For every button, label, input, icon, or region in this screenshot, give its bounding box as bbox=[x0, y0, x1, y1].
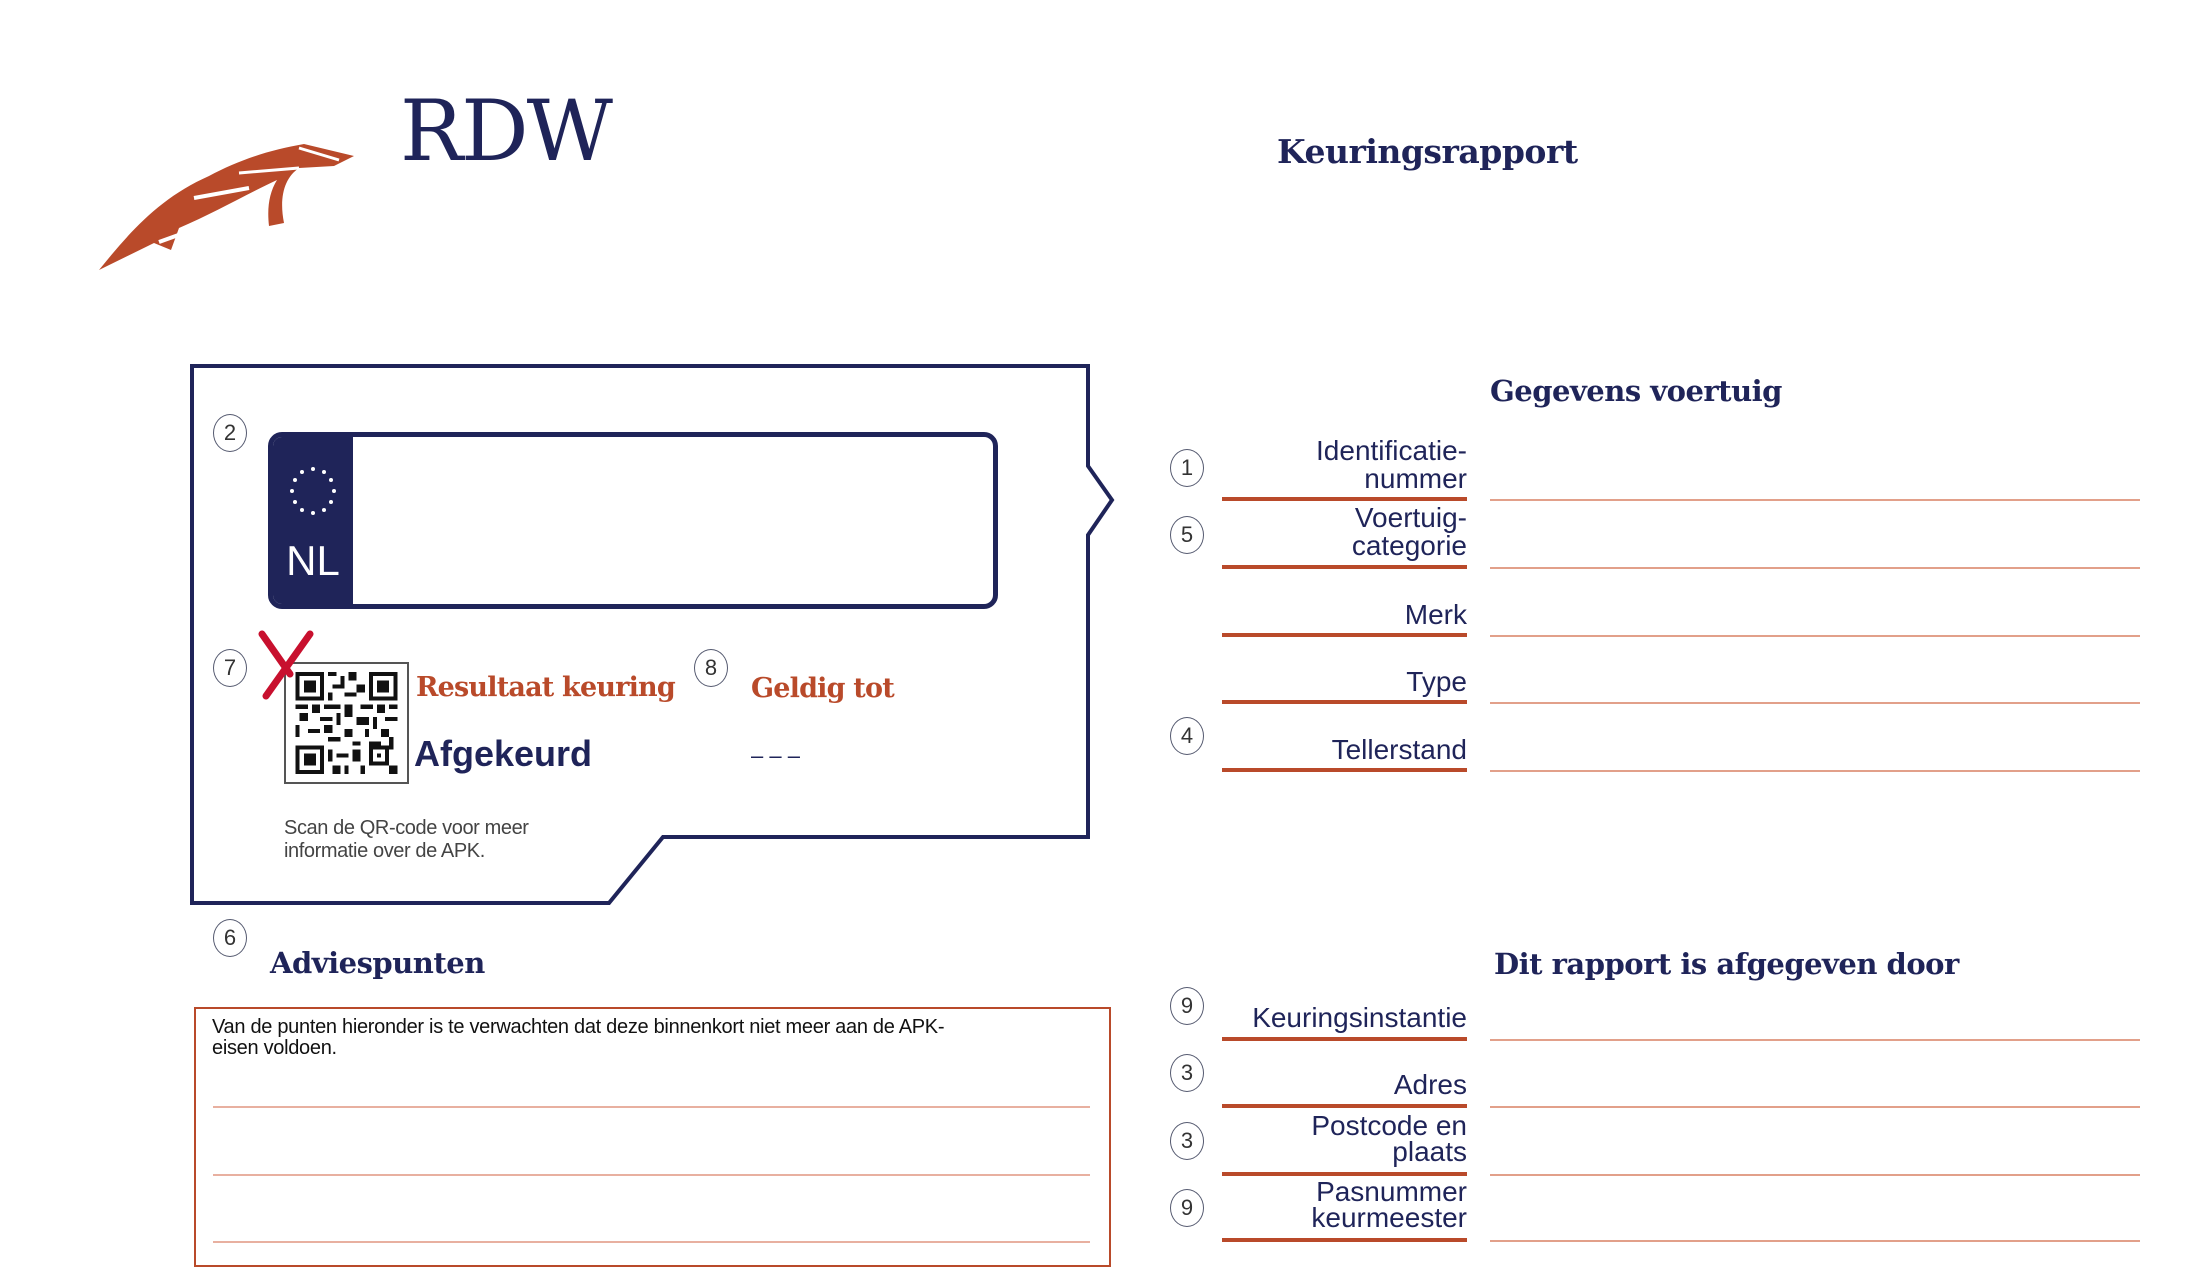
marker-number: 3 bbox=[1180, 1128, 1194, 1153]
label-underline bbox=[1222, 633, 1467, 637]
marker-number: 3 bbox=[1180, 1060, 1194, 1085]
odometer-label: Tellerstand bbox=[1331, 734, 1467, 765]
marker-9: 9 bbox=[1170, 987, 1204, 1025]
marker-number: 4 bbox=[1180, 723, 1194, 748]
advice-title: Adviespunten bbox=[270, 946, 485, 980]
vehicle-category-value-field[interactable] bbox=[1490, 567, 2140, 569]
valid-until-label: Geldig tot bbox=[751, 673, 895, 704]
result-label: Resultaat keuring bbox=[416, 672, 676, 703]
advice-item-line[interactable] bbox=[213, 1106, 1090, 1108]
inspection-body-value-field[interactable] bbox=[1490, 1039, 2140, 1041]
marker-8: 8 bbox=[694, 649, 728, 687]
marker-number: 9 bbox=[1180, 993, 1194, 1018]
brand-value-field[interactable] bbox=[1490, 635, 2140, 637]
inspector-id-label-line2: keurmeester bbox=[1311, 1202, 1467, 1233]
inspection-body-label: Keuringsinstantie bbox=[1252, 1002, 1467, 1033]
postcode-label-line2: plaats bbox=[1392, 1136, 1467, 1167]
label-underline bbox=[1222, 1238, 1467, 1242]
vehicle-category-label-line1: Voertuig- bbox=[1354, 502, 1467, 533]
address-value-field[interactable] bbox=[1490, 1106, 2140, 1108]
qr-code[interactable] bbox=[284, 662, 409, 784]
rdw-logo bbox=[99, 138, 359, 273]
label-underline bbox=[1222, 1172, 1467, 1176]
vehicle-id-value-field[interactable] bbox=[1490, 499, 2140, 501]
marker-3: 3 bbox=[1170, 1122, 1204, 1160]
marker-number: 9 bbox=[1180, 1195, 1194, 1220]
vehicle-category-label-line2: categorie bbox=[1351, 530, 1467, 561]
label-underline bbox=[1222, 1037, 1467, 1041]
marker-number: 6 bbox=[223, 925, 237, 950]
feather-logo-icon bbox=[99, 144, 354, 270]
marker-number: 8 bbox=[704, 655, 718, 680]
marker-number: 7 bbox=[223, 655, 237, 680]
address-label: Adres bbox=[1393, 1069, 1467, 1100]
red-x-icon bbox=[258, 630, 314, 700]
valid-until-value: – – – bbox=[751, 743, 800, 768]
brand-name: RDW bbox=[400, 82, 613, 180]
issuer-title: Dit rapport is afgegeven door bbox=[1494, 947, 1959, 981]
advice-intro-line2: eisen voldoen. bbox=[212, 1037, 337, 1059]
scan-hint-line2: informatie over de APK. bbox=[284, 840, 485, 862]
marker-2: 2 bbox=[213, 414, 247, 452]
advice-item-line[interactable] bbox=[213, 1241, 1090, 1243]
type-value-field[interactable] bbox=[1490, 702, 2140, 704]
qr-code-icon bbox=[295, 672, 398, 774]
postcode-label-line1: Postcode en bbox=[1311, 1110, 1467, 1141]
page-title: Keuringsrapport bbox=[1277, 132, 1578, 171]
odometer-value-field[interactable] bbox=[1490, 770, 2140, 772]
vehicle-id-label-line2: nummer bbox=[1364, 463, 1467, 494]
scan-hint-line1: Scan de QR-code voor meer bbox=[284, 817, 529, 839]
inspector-id-value-field[interactable] bbox=[1490, 1240, 2140, 1242]
marker-6: 6 bbox=[213, 919, 247, 957]
marker-9: 9 bbox=[1170, 1189, 1204, 1227]
type-label: Type bbox=[1406, 666, 1467, 697]
label-underline bbox=[1222, 700, 1467, 704]
plate-card-outline bbox=[190, 364, 1115, 905]
marker-4: 4 bbox=[1170, 717, 1204, 755]
brand-label: Merk bbox=[1404, 599, 1467, 630]
label-underline bbox=[1222, 497, 1467, 501]
inspector-id-label-line1: Pasnummer bbox=[1316, 1176, 1467, 1207]
advice-intro-line1: Van de punten hieronder is te verwachten… bbox=[212, 1016, 945, 1038]
marker-number: 1 bbox=[1180, 455, 1194, 480]
marker-1: 1 bbox=[1170, 449, 1204, 487]
marker-number: 5 bbox=[1180, 522, 1194, 547]
vehicle-id-label-line1: Identificatie- bbox=[1316, 435, 1467, 466]
result-value: Afgekeurd bbox=[414, 733, 593, 774]
marker-number: 2 bbox=[223, 420, 237, 445]
label-underline bbox=[1222, 565, 1467, 569]
plate-country: NL bbox=[286, 537, 340, 584]
label-underline bbox=[1222, 768, 1467, 772]
marker-7: 7 bbox=[213, 649, 247, 687]
license-plate[interactable]: NL bbox=[268, 432, 998, 609]
vehicle-title: Gegevens voertuig bbox=[1490, 374, 1782, 408]
marker-3: 3 bbox=[1170, 1054, 1204, 1092]
label-underline bbox=[1222, 1104, 1467, 1108]
eu-stars-icon bbox=[290, 467, 336, 515]
postcode-value-field[interactable] bbox=[1490, 1174, 2140, 1176]
plate-eu-strip: NL bbox=[273, 437, 353, 604]
marker-5: 5 bbox=[1170, 516, 1204, 554]
advice-item-line[interactable] bbox=[213, 1174, 1090, 1176]
